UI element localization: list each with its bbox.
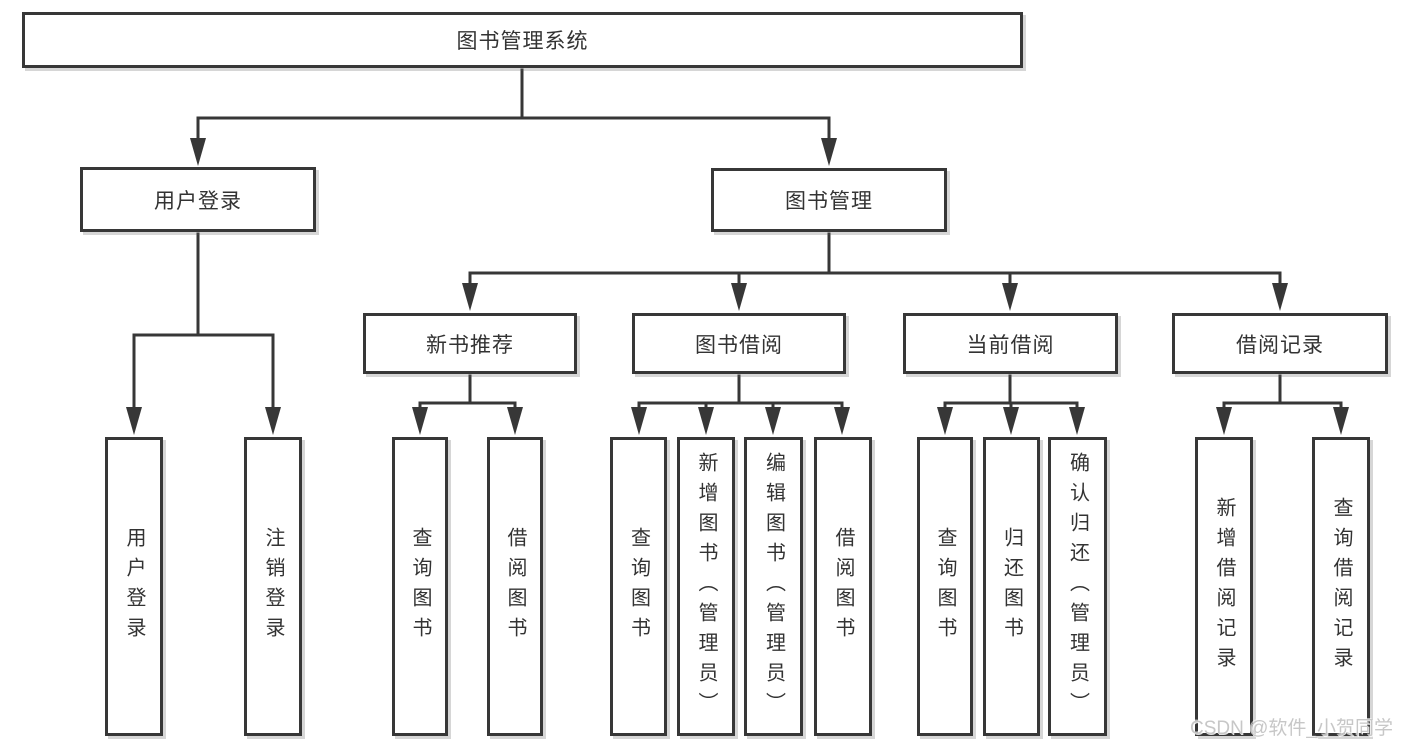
- node-label: 新书推荐: [426, 333, 514, 357]
- leaf-add-borrow-record: 新增借阅记录: [1195, 437, 1253, 736]
- edge-root-to-branches: [196, 68, 831, 142]
- leaf-borrow-books-recommend: 借阅图书: [487, 437, 543, 736]
- node-root-library-system: 图书管理系统: [22, 12, 1023, 68]
- edge-book-management-to-groups: [468, 232, 1282, 287]
- node-book-management: 图书管理: [711, 168, 947, 232]
- leaf-query-books-recommend: 查询图书: [392, 437, 448, 736]
- leaf-label: 确认归还（管理员）: [1066, 451, 1089, 722]
- leaf-query-borrow-record: 查询借阅记录: [1312, 437, 1370, 736]
- node-label: 图书借阅: [695, 333, 783, 357]
- edge-user-login-to-leaves: [132, 232, 275, 411]
- edge-new-book-to-leaves: [418, 374, 517, 411]
- leaf-label: 编辑图书（管理员）: [762, 451, 785, 722]
- leaf-label: 注销登录: [262, 526, 284, 647]
- leaf-label: 借阅图书: [832, 526, 854, 647]
- leaf-label: 新增借阅记录: [1213, 496, 1235, 677]
- csdn-watermark: CSDN @软件_小贺同学: [1190, 718, 1393, 739]
- edge-current-borrow-to-leaves: [943, 374, 1079, 411]
- leaf-logout: 注销登录: [244, 437, 302, 736]
- leaf-borrow-books: 借阅图书: [814, 437, 872, 736]
- node-label: 图书管理: [785, 190, 873, 213]
- node-new-book-recommendation: 新书推荐: [363, 313, 577, 374]
- leaf-user-login: 用户登录: [105, 437, 163, 736]
- leaf-add-books-admin: 新增图书（管理员）: [677, 437, 735, 736]
- leaf-label: 查询图书: [627, 526, 650, 647]
- leaf-edit-books-admin: 编辑图书（管理员）: [744, 437, 803, 736]
- leaf-label: 新增图书（管理员）: [695, 451, 717, 722]
- leaf-label: 归还图书: [1000, 526, 1023, 647]
- node-label: 图书管理系统: [456, 30, 589, 53]
- leaf-confirm-return-admin: 确认归还（管理员）: [1048, 437, 1107, 736]
- leaf-return-books: 归还图书: [983, 437, 1040, 736]
- edge-borrow-records-to-leaves: [1222, 374, 1343, 411]
- node-user-login: 用户登录: [80, 167, 316, 232]
- leaf-label: 用户登录: [123, 526, 145, 647]
- edge-book-borrow-to-leaves: [637, 374, 844, 411]
- leaf-query-books-current: 查询图书: [917, 437, 973, 736]
- arrowheads: [126, 138, 1349, 435]
- leaf-label: 查询图书: [934, 526, 956, 647]
- node-label: 借阅记录: [1236, 333, 1324, 357]
- leaf-label: 借阅图书: [504, 526, 526, 647]
- leaf-query-books-borrow: 查询图书: [610, 437, 667, 736]
- node-book-borrowing: 图书借阅: [632, 313, 846, 374]
- node-label: 当前借阅: [966, 333, 1055, 357]
- leaf-label: 查询图书: [409, 526, 431, 647]
- leaf-label: 查询借阅记录: [1330, 496, 1352, 677]
- node-label: 用户登录: [154, 189, 242, 213]
- node-borrowing-records: 借阅记录: [1172, 313, 1388, 374]
- node-current-borrowing: 当前借阅: [903, 313, 1118, 374]
